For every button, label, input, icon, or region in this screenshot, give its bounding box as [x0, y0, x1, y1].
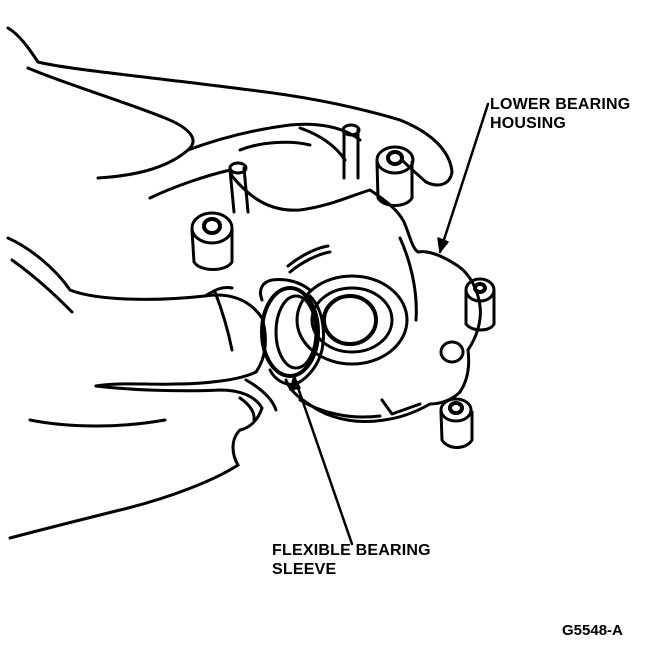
flexible-bearing-sleeve-callout: FLEXIBLE BEARING SLEEVE	[272, 541, 431, 579]
callout-line: SLEEVE	[272, 561, 337, 578]
housing-leader-arrowhead	[437, 237, 449, 253]
upper-hand	[6, 26, 454, 187]
housing-leader-line	[438, 102, 490, 254]
figure-id: G5548-A	[562, 622, 623, 639]
lower-hand	[6, 236, 278, 540]
sleeve-leader-line	[292, 374, 354, 546]
flexible-bearing-sleeve	[258, 278, 325, 386]
callout-line: LOWER BEARING	[490, 96, 631, 113]
callout-line: HOUSING	[490, 115, 567, 132]
lower-bearing-housing	[148, 123, 496, 449]
callout-line: FLEXIBLE BEARING	[272, 542, 431, 559]
sleeve-leader-arrowhead	[289, 375, 301, 391]
lower-bearing-housing-callout: LOWER BEARING HOUSING	[490, 95, 630, 133]
